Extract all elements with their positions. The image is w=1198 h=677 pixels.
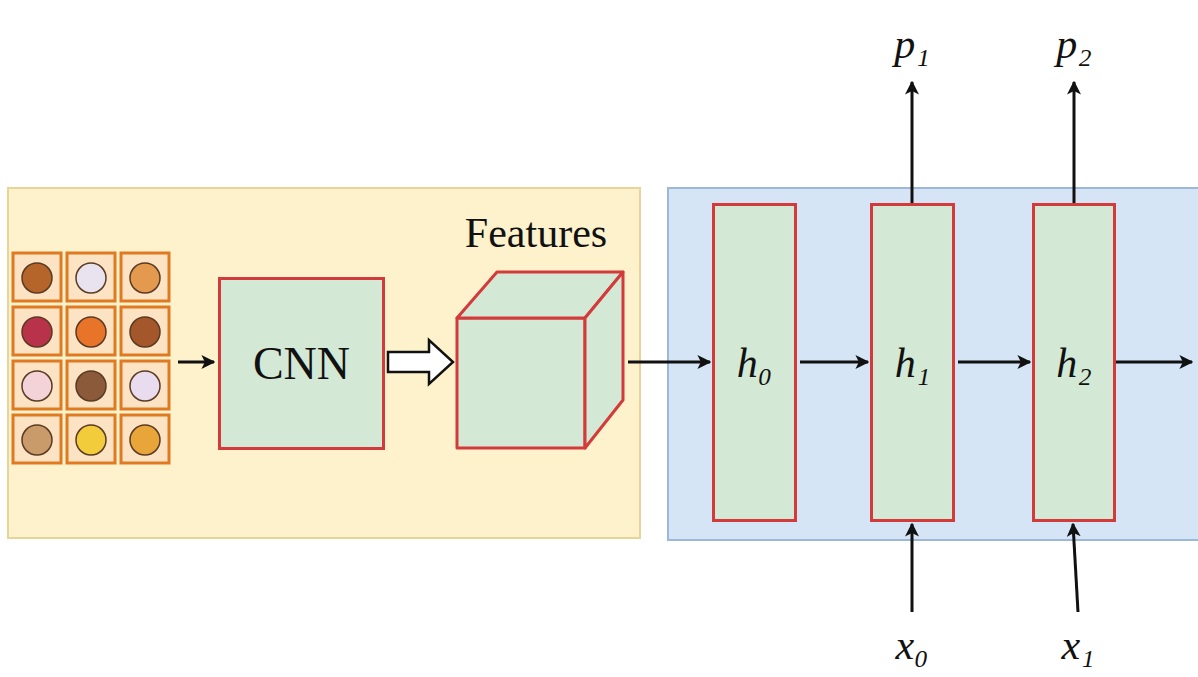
image-tile: [13, 415, 61, 463]
output-arrow: [1116, 361, 1192, 364]
hidden-state: h₁: [870, 203, 955, 522]
input-arrow: [178, 361, 214, 364]
image-grid: [13, 253, 169, 463]
image-icon: [22, 425, 52, 455]
output-label: p₂: [1056, 23, 1092, 65]
cnn-box: CNN: [218, 277, 385, 450]
input-arrow: [911, 524, 914, 612]
image-icon: [130, 371, 160, 401]
image-icon: [76, 263, 106, 293]
image-tile: [121, 253, 169, 301]
node-label: h₂: [1056, 342, 1092, 384]
feature-heading: Features: [465, 212, 607, 254]
input-arrow: [1073, 524, 1078, 612]
hidden-state: h₀: [712, 203, 797, 522]
image-icon: [22, 371, 52, 401]
image-icon: [130, 263, 160, 293]
image-tile: [67, 253, 115, 301]
cube-outline: [455, 270, 625, 450]
hidden-state: h₂: [1032, 203, 1116, 522]
image-icon: [130, 317, 160, 347]
cube-face: [585, 272, 623, 448]
image-icon: [22, 317, 52, 347]
flow-arrow: [628, 361, 710, 364]
image-tile: [67, 307, 115, 355]
image-icon: [76, 371, 106, 401]
image-tile: [13, 361, 61, 409]
output-arrow: [1073, 82, 1076, 203]
input-label: x₁: [1061, 624, 1094, 666]
input-label: x₀: [895, 624, 928, 666]
node-label: h₁: [895, 342, 931, 384]
image-tile: [121, 415, 169, 463]
node-label: CNN: [253, 341, 350, 387]
node-label: h₀: [737, 342, 773, 384]
flow-arrow: [800, 361, 868, 364]
image-tile: [121, 361, 169, 409]
image-icon: [76, 317, 106, 347]
cube-face: [457, 318, 585, 448]
output-label: p₁: [894, 23, 930, 65]
decoder-panel: [668, 188, 1198, 540]
flow-arrow: [958, 361, 1030, 364]
feature-cube: Features: [455, 270, 625, 450]
output-arrow: [911, 82, 914, 203]
image-tile: [67, 415, 115, 463]
image-tile: [13, 307, 61, 355]
image-tile: [13, 253, 61, 301]
image-tile: [121, 307, 169, 355]
encoder-panel: [8, 188, 640, 538]
image-icon: [130, 425, 160, 455]
hollow-arrow: [388, 340, 453, 384]
image-icon: [76, 425, 106, 455]
image-icon: [22, 263, 52, 293]
image-tile: [67, 361, 115, 409]
